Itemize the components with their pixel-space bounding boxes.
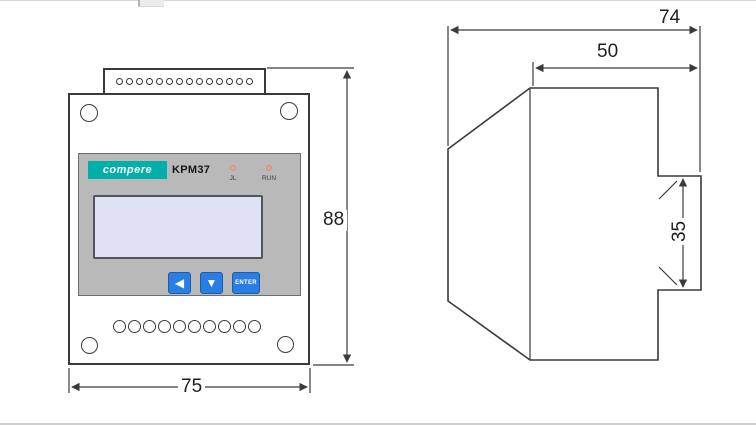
mounting-hole-top-left: [80, 104, 98, 122]
page-bottom-border: [0, 423, 756, 425]
side-view-profile: [447, 87, 702, 361]
ui-artifact: [138, 0, 164, 7]
terminal-dot: [233, 319, 246, 333]
terminal-dot: [196, 78, 203, 85]
dim-label-depth-74: 74: [659, 7, 681, 28]
dim-label-height-88: 88: [320, 209, 348, 231]
terminal-dot: [128, 319, 141, 333]
terminal-dot: [166, 78, 173, 85]
bottom-terminal-row: [112, 319, 262, 333]
page-top-border: [0, 0, 756, 1]
led-indicator-1: [230, 165, 236, 171]
terminal-dot: [113, 319, 126, 333]
din-clip-hatch-top: [658, 180, 678, 200]
dim-label-clip-35: 35: [669, 217, 692, 246]
dim-label-depth-50: 50: [597, 41, 619, 62]
terminal-dot: [173, 319, 186, 333]
terminal-dot: [206, 78, 213, 85]
mounting-hole-bottom-right: [277, 336, 294, 353]
brand-logo: compere: [88, 161, 167, 179]
top-terminal-block: [103, 68, 266, 95]
enter-button: ENTER: [232, 272, 260, 294]
terminal-dot: [218, 319, 231, 333]
terminal-dot: [136, 78, 143, 85]
mounting-hole-top-right: [280, 102, 298, 120]
led-label-2: RUN: [261, 175, 277, 182]
terminal-dot: [176, 78, 183, 85]
model-label: KPM37: [172, 164, 211, 176]
din-clip-hatch-bottom: [658, 266, 678, 286]
terminal-dot: [126, 78, 133, 85]
mounting-hole-bottom-left: [81, 337, 98, 354]
terminal-dot: [248, 319, 261, 333]
terminal-dot: [158, 319, 171, 333]
terminal-dot: [203, 319, 216, 333]
terminal-dot: [188, 319, 201, 333]
terminal-dot: [156, 78, 163, 85]
dim-label-width-75: 75: [178, 376, 206, 398]
terminal-dot: [143, 319, 156, 333]
terminal-dot: [186, 78, 193, 85]
terminal-dot: [216, 78, 223, 85]
terminal-dot: [226, 78, 233, 85]
led-label-1: JL: [229, 175, 237, 182]
terminal-dot: [236, 78, 243, 85]
left-arrow-button: ◀: [168, 272, 191, 294]
terminal-dot: [116, 78, 123, 85]
lcd-screen: [93, 195, 263, 259]
front-panel: compere KPM37 JL RUN ◀ ▼ ENTER: [78, 153, 301, 296]
terminal-dot: [146, 78, 153, 85]
led-indicator-2: [266, 165, 272, 171]
terminal-dot: [246, 78, 253, 85]
down-arrow-button: ▼: [200, 272, 223, 294]
